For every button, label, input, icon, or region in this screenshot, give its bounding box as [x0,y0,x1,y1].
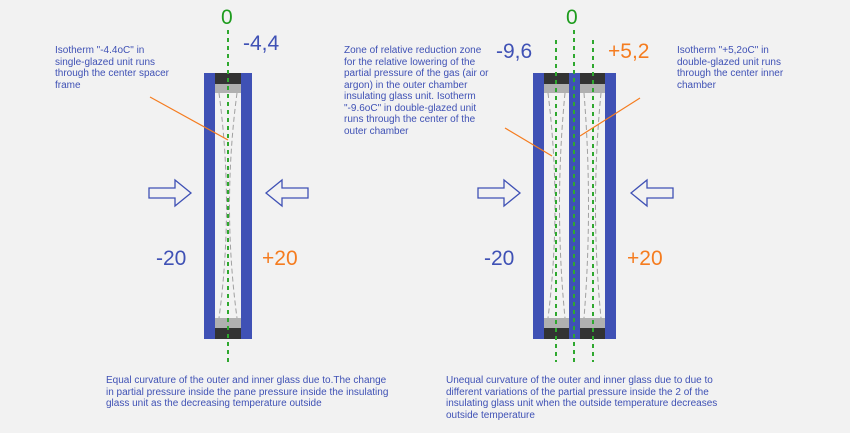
outside-temp-left: -20 [156,247,187,270]
isotherm-value-inner: +5,2 [608,40,650,63]
spacer-frame-bottom-left [215,328,241,339]
outer-glass-pane-left [204,73,215,339]
isotherm-value-left: -4,4 [243,32,280,55]
isotherm-note-inner: Isotherm "+5,2oC" in double-glazed unit … [677,45,784,91]
middle-glass-curve-right-a [559,92,566,319]
single-chamber-unit [148,30,309,362]
leader-line-inner [579,97,641,137]
inner-glass-pane-right [605,73,616,339]
outer-glass-pane-right [533,73,544,339]
spacer-frame-top-inner [580,73,605,84]
zero-label-right: 0 [566,6,578,29]
inner-glass-curve-left [229,92,238,319]
outer-glass-curve-left [218,92,227,319]
arrow-right-outline-icon [148,178,193,208]
arrow-left-outline-icon [629,178,674,208]
isotherm-value-outer: -9,6 [496,40,533,63]
arrow-right-outline-icon [477,178,522,208]
caption-left: Equal curvature of the outer and inner g… [106,375,389,409]
leader-line-zone [504,127,553,157]
inner-glass-curve-right [595,92,602,319]
spacer-frame-bottom-inner [580,328,605,339]
outer-glass-curve-right [547,92,556,319]
inner-glass-pane-left [241,73,252,339]
middle-glass-curve-right-b [583,92,589,319]
zero-label-left: 0 [221,6,233,29]
arrow-left-outline-icon [264,178,309,208]
spacer-frame-bottom-outer [544,328,569,339]
spacer-seal-bottom-left [215,318,241,328]
zone-note: Zone of relative reduction zone for the … [344,45,489,137]
leader-line-left [149,96,229,141]
caption-right: Unequal curvature of the outer and inner… [446,375,718,421]
double-chamber-unit [477,30,674,362]
inside-temp-left: +20 [262,247,298,270]
inside-temp-right: +20 [627,247,663,270]
spacer-frame-top-outer [544,73,569,84]
isotherm-note-left: Isotherm "-4.4oC" in single-glazed unit … [55,45,169,91]
outside-temp-right: -20 [484,247,515,270]
